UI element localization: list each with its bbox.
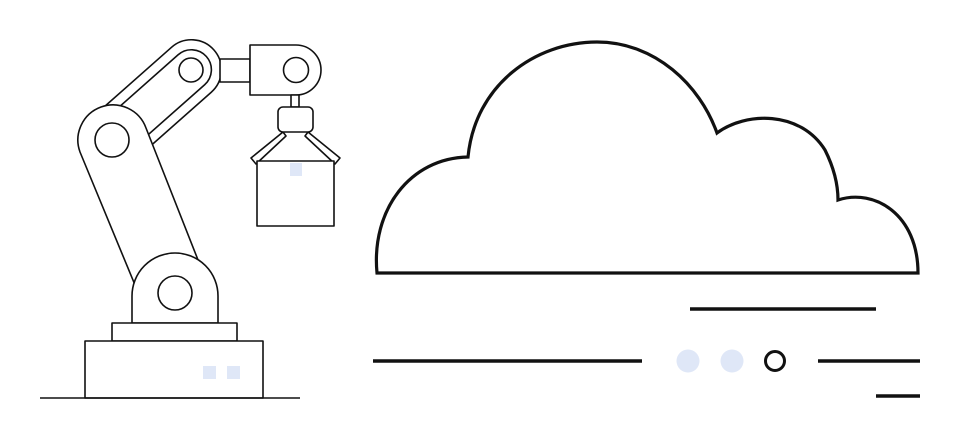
shoulder-joint-icon — [178, 57, 204, 83]
elbow-joint-icon — [94, 122, 130, 158]
base-joint-icon — [157, 275, 193, 311]
wrist-joint-icon — [282, 56, 310, 84]
cloud-icon — [373, 40, 920, 398]
gripper-claw-left — [250, 131, 287, 165]
gripper-stem — [290, 94, 300, 108]
indicator-light-2 — [227, 366, 240, 379]
arm-connector — [219, 58, 251, 83]
dot-filled-2 — [720, 349, 744, 373]
gripper-head — [277, 106, 314, 133]
robotic-arm-icon — [40, 38, 341, 399]
base-plinth — [111, 322, 238, 342]
dot-hollow — [764, 350, 786, 372]
indicator-light-1 — [203, 366, 216, 379]
gripper-claw-right — [304, 131, 341, 165]
dot-filled-1 — [676, 349, 700, 373]
box-label-mark — [290, 163, 302, 176]
cloud-outline — [374, 40, 920, 275]
